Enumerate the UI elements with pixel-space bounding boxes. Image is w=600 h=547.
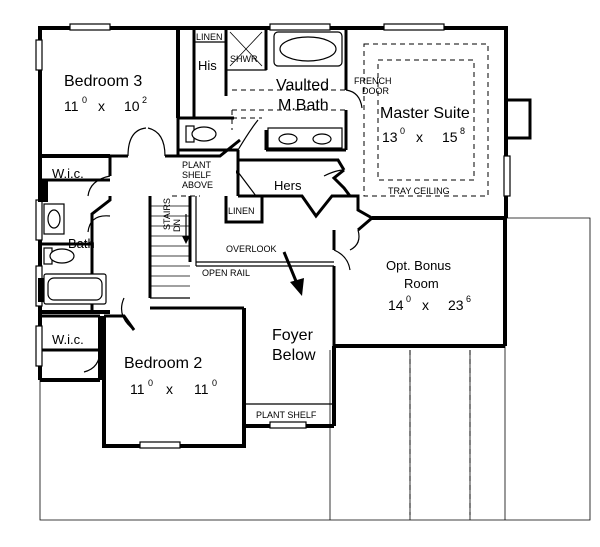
foyer-line1: Foyer bbox=[272, 327, 314, 344]
plant-shelf-1: PLANT bbox=[182, 160, 212, 170]
master-x: x bbox=[416, 129, 423, 145]
hers-label: Hers bbox=[274, 178, 302, 193]
master-d-sup: 8 bbox=[460, 126, 465, 136]
bonus-d-sup: 6 bbox=[466, 294, 471, 304]
bath-label: Bath bbox=[68, 236, 95, 251]
bedroom2-w-sup: 0 bbox=[148, 378, 153, 388]
mbath-line2: M.Bath bbox=[278, 97, 329, 114]
roofline bbox=[39, 217, 591, 521]
labels: Bedroom 3 11 0 x 10 2 His LINEN SHWR Vau… bbox=[52, 32, 471, 420]
plant-shelf-2: SHELF bbox=[182, 170, 212, 180]
master-d: 15 bbox=[442, 129, 458, 145]
master-w-sup: 0 bbox=[400, 126, 405, 136]
bedroom2-d-sup: 0 bbox=[212, 378, 217, 388]
bonus-x: x bbox=[422, 297, 429, 313]
bonus-w-sup: 0 bbox=[406, 294, 411, 304]
linen-top-label: LINEN bbox=[196, 32, 223, 42]
bonus-line2: Room bbox=[404, 276, 439, 291]
overlook-label: OVERLOOK bbox=[226, 244, 277, 254]
bonus-d: 23 bbox=[448, 297, 464, 313]
bedroom3-x: x bbox=[98, 98, 105, 114]
bonus-line1: Opt. Bonus bbox=[386, 258, 452, 273]
master-label: Master Suite bbox=[380, 105, 470, 122]
master-w: 13 bbox=[382, 129, 398, 145]
stairs bbox=[150, 205, 190, 287]
bedroom3-d: 10 bbox=[124, 98, 140, 114]
fixtures bbox=[38, 31, 343, 305]
bedroom2-w: 11 bbox=[130, 381, 145, 397]
bedroom2-label: Bedroom 2 bbox=[124, 355, 202, 372]
bedroom2-d: 11 bbox=[194, 381, 209, 397]
bedroom3-w-sup: 0 bbox=[82, 95, 87, 105]
bedroom3-label: Bedroom 3 bbox=[64, 73, 142, 90]
french-door-1: FRENCH bbox=[354, 76, 392, 86]
shwr-label: SHWR bbox=[230, 54, 258, 64]
wic-top-label: W.i.c. bbox=[52, 166, 84, 181]
foyer-line2: Below bbox=[272, 347, 316, 364]
french-door-2: DOOR bbox=[362, 86, 390, 96]
wic-bottom-label: W.i.c. bbox=[52, 332, 84, 347]
bonus-w: 14 bbox=[388, 297, 404, 313]
linen-mid-label: LINEN bbox=[228, 206, 255, 216]
overlook-arrow bbox=[282, 251, 304, 296]
plant-shelf-3: ABOVE bbox=[182, 180, 213, 190]
mbath-line1: Vaulted bbox=[276, 77, 329, 94]
interior-walls bbox=[40, 27, 373, 405]
bedroom2-x: x bbox=[166, 381, 173, 397]
ceiling-dashes bbox=[172, 43, 489, 197]
bedroom3-w: 11 bbox=[64, 98, 79, 114]
dn-label: DN bbox=[172, 219, 182, 232]
stairs-label: STAIRS bbox=[162, 198, 172, 230]
doors bbox=[83, 89, 363, 373]
open-rail-label: OPEN RAIL bbox=[202, 268, 250, 278]
his-label: His bbox=[198, 58, 217, 73]
tray-ceiling-label: TRAY CEILING bbox=[388, 186, 450, 196]
bedroom3-d-sup: 2 bbox=[142, 95, 147, 105]
plant-shelf-label: PLANT SHELF bbox=[256, 410, 317, 420]
